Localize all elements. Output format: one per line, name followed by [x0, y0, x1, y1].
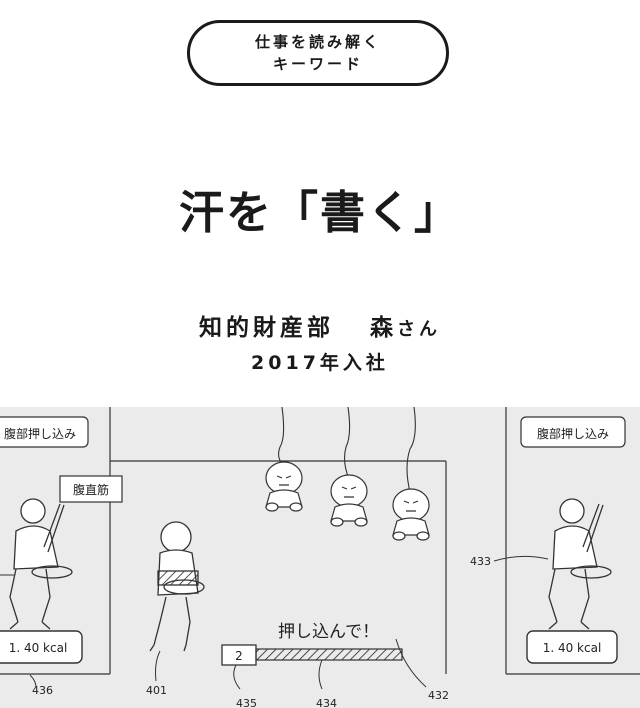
- ref-435: 435: [236, 697, 257, 708]
- ref-436-leader: [29, 674, 37, 688]
- kcal-left: 1. 40 kcal: [9, 641, 68, 655]
- ref-433: 433: [470, 555, 491, 568]
- muscle-label: 腹直筋: [73, 482, 109, 497]
- push-text: 押し込んで！: [278, 622, 379, 642]
- person-info: 知的財産部 森さん: [0, 308, 640, 342]
- patent-illustration: 腹部押し込み 腹直筋 1. 40 kcal 436: [0, 407, 640, 708]
- page-title: 汗を「書く」: [178, 186, 461, 239]
- badge-line-2: キーワード: [272, 55, 363, 73]
- panel-frames: [0, 407, 640, 675]
- ref-432: 432: [428, 689, 449, 702]
- ref-leaders: [233, 638, 427, 690]
- hanging-character-2: [330, 474, 368, 527]
- exercising-person-left: [9, 498, 73, 630]
- keyword-badge: 仕事を読み解く キーワード: [187, 20, 449, 86]
- right-label-box: [520, 416, 626, 448]
- ref-436: 436: [32, 684, 53, 697]
- right-label: 腹部押し込み: [537, 426, 609, 441]
- left-label-box: [0, 416, 89, 448]
- ref-401-leader: [155, 650, 161, 682]
- person-name: 森: [370, 315, 397, 341]
- counter-value: 2: [235, 649, 243, 663]
- hanging-character-3: [392, 488, 430, 541]
- exercising-person-right: [548, 498, 612, 630]
- hanging-strings: [277, 407, 416, 493]
- join-year: 2017年入社: [251, 352, 389, 374]
- ref-433-leader: [493, 555, 549, 562]
- kcal-right: 1. 40 kcal: [543, 641, 602, 655]
- department: 知的財産部: [199, 315, 334, 341]
- muscle-label-box: [59, 475, 123, 503]
- ref-434: 434: [316, 697, 337, 708]
- left-label: 腹部押し込み: [4, 426, 76, 441]
- badge-line-1: 仕事を読み解く: [254, 33, 381, 51]
- ref-401: 401: [146, 684, 167, 697]
- kcal-left-box: [0, 630, 83, 664]
- hanging-character-1: [265, 461, 303, 512]
- progress-gauge: [255, 648, 403, 661]
- player-figure: [149, 521, 205, 652]
- kcal-right-box: [526, 630, 618, 664]
- honorific: さん: [397, 319, 441, 340]
